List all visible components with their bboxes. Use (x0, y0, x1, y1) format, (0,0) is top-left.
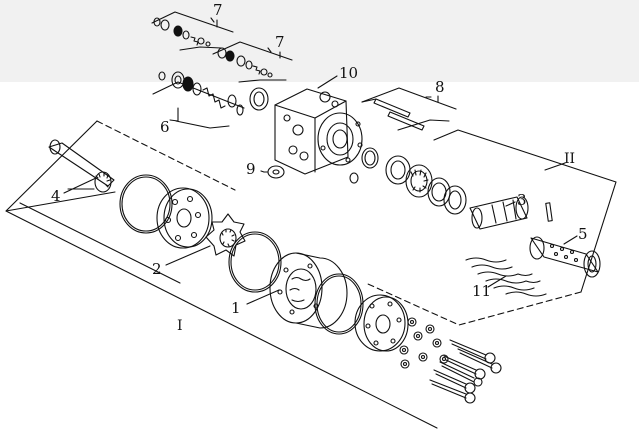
label-group-I: I (177, 318, 183, 334)
group-I-bracket (5, 120, 438, 429)
group-II-bracket (367, 129, 617, 326)
label-part-11: 11 (472, 282, 492, 300)
relief-valve-6 (158, 71, 244, 116)
label-part-4: 4 (51, 187, 61, 205)
rotor-2 (205, 213, 246, 257)
label-part-7-upper: 7 (213, 1, 223, 19)
bracket-8 (361, 87, 457, 131)
label-part-5: 5 (578, 225, 588, 243)
leader-lines (63, 19, 578, 305)
end-plate-disc (156, 187, 213, 249)
sleeve-5 (529, 202, 601, 278)
bracket-7-lower (212, 41, 293, 83)
label-part-7-lower: 7 (275, 33, 285, 51)
centering-springs-11 (465, 257, 547, 297)
washers (399, 317, 449, 369)
label-part-6: 6 (160, 118, 170, 136)
spool-3 (469, 196, 529, 230)
housing-seal-ring (249, 87, 269, 111)
o-rings-group-I (119, 174, 364, 335)
small-bearing-parts (349, 147, 379, 184)
label-part-10: 10 (339, 64, 359, 82)
thrust-bearing-set (385, 155, 467, 215)
label-part-9: 9 (246, 160, 256, 178)
label-part-2: 2 (152, 260, 162, 278)
label-part-3: 3 (517, 191, 527, 209)
check-valve-7-lower (217, 47, 273, 78)
label-group-II: II (564, 151, 576, 167)
bolts (429, 339, 502, 404)
label-part-1: 1 (231, 299, 241, 317)
drive-shaft-4 (48, 139, 115, 193)
nut-9 (263, 165, 285, 179)
bracket-6 (152, 81, 245, 129)
valve-housing-10 (274, 88, 363, 175)
label-part-8: 8 (435, 78, 445, 96)
stator-1 (269, 252, 348, 329)
check-valve-7-upper (153, 17, 211, 47)
screws-8 (361, 98, 425, 131)
